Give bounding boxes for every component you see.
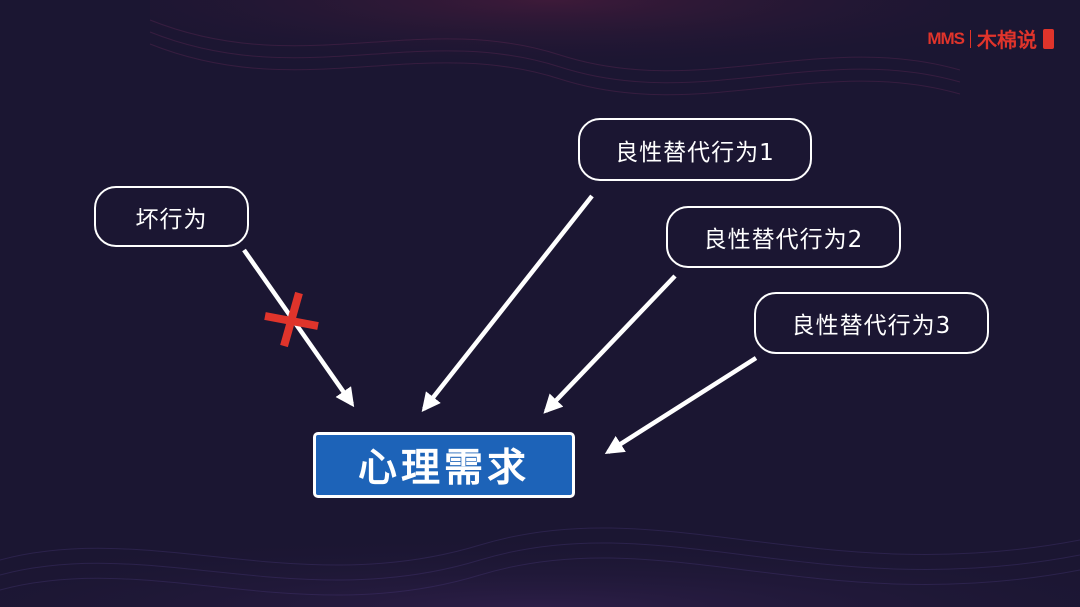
psychological-need-node: 心理需求 — [313, 432, 575, 498]
good-alternative-node-2: 良性替代行为2 — [666, 206, 901, 268]
good-alternative-node-1: 良性替代行为1 — [578, 118, 812, 181]
logo-name-text: 木棉说 — [977, 28, 1037, 52]
logo-divider — [970, 29, 971, 48]
bad-behavior-node: 坏行为 — [94, 186, 249, 247]
good-alternative-node-3: 良性替代行为3 — [754, 292, 989, 354]
logo-brand-text: MMS — [927, 28, 965, 48]
logo-seal-icon — [1043, 28, 1054, 49]
brand-logo: MMS 木棉说 — [927, 24, 1054, 53]
